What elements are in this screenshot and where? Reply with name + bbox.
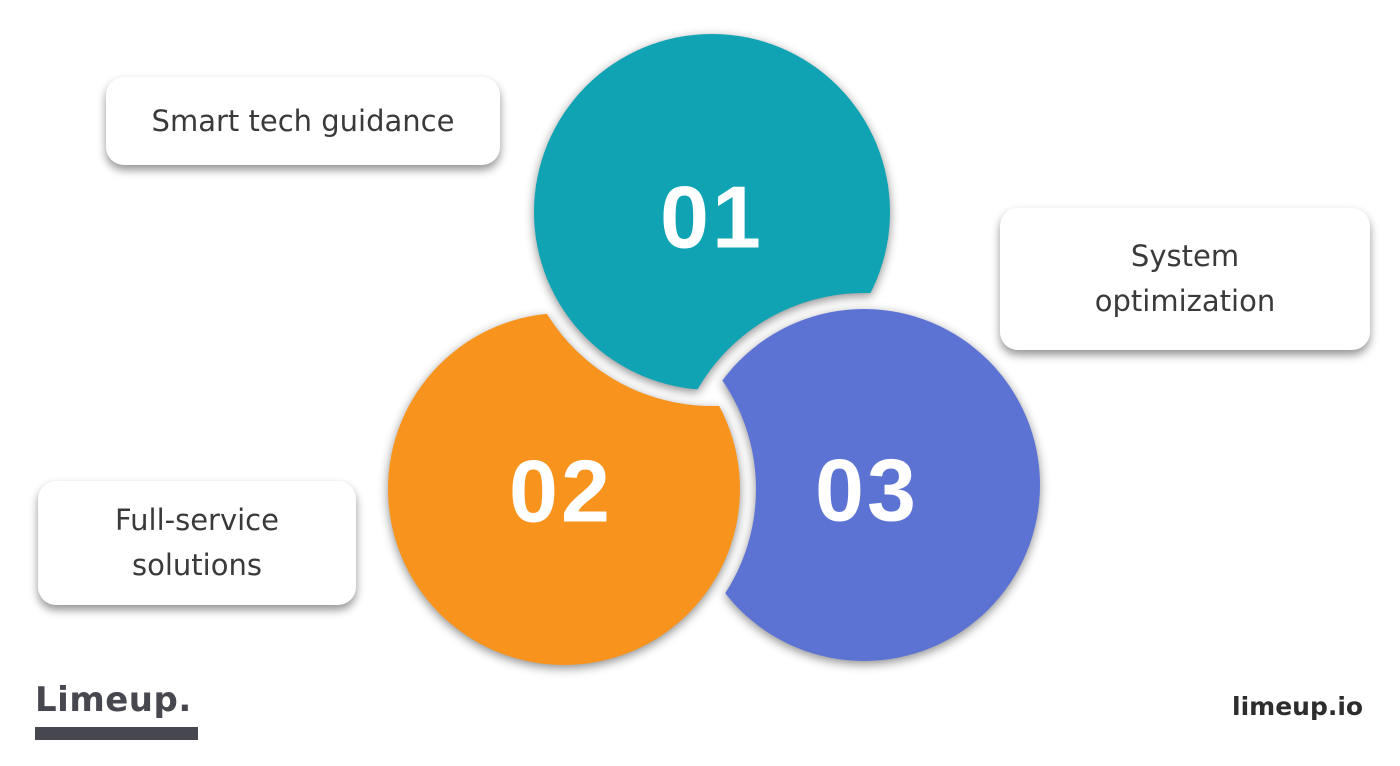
label-text-line: Smart tech guidance [151,103,455,138]
logo-underline-bar [35,727,198,740]
circle-number-03: 03 [815,441,919,540]
label-box-system-optimization: System optimization [1000,208,1370,350]
label-text-line: optimization [1094,284,1276,318]
circle-step-01 [534,34,890,390]
circle-number-02: 02 [509,442,613,541]
label-text-line: System [1130,239,1240,274]
limeup-watermark: limeup.io [1232,692,1364,721]
circle-step-03 [688,309,1040,661]
label-text-line: Full-service [115,503,279,538]
label-box-full-service-solutions: Full-service solutions [38,481,356,605]
circle-number-01: 01 [660,168,764,267]
label-text-line: solutions [132,548,262,582]
limeup-logo: Limeup. [35,680,192,720]
circle-step-02 [388,313,740,665]
label-box-smart-tech-guidance: Smart tech guidance [106,77,500,165]
